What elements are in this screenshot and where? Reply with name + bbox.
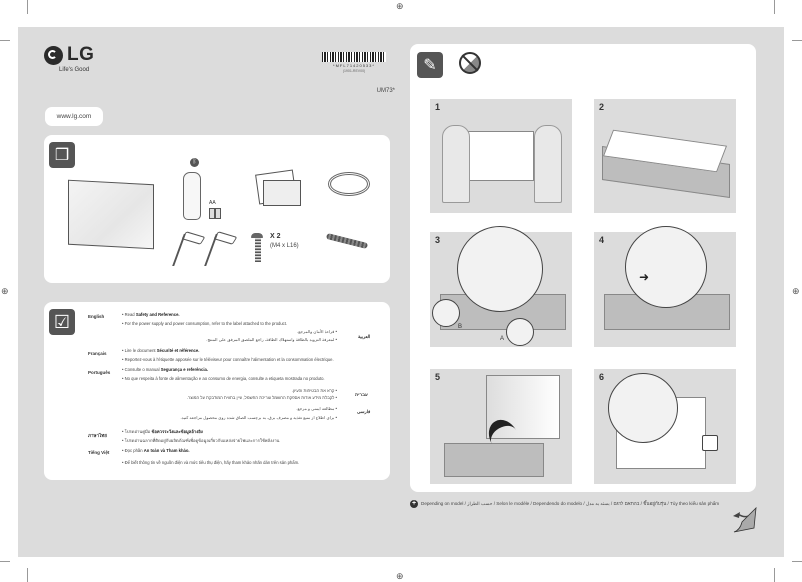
lang-french-line2: • Reportez-vous à l'étiquette apposée su… [122, 357, 334, 362]
tv-upright-illustration [486, 375, 560, 439]
lang-vietnamese-line2: • Để biết thông tin về nguồn điện và mức… [122, 460, 300, 465]
plus-circle-icon: + [410, 500, 418, 508]
lg-face-icon [44, 45, 63, 65]
registration-mark-right: ⊕ [792, 286, 800, 296]
lang-arabic-line2: • لمعرفة التزويد بالطاقة واستهلاك الطاقة… [206, 337, 337, 342]
crop-mark-tr [774, 0, 775, 14]
step-number: 5 [435, 372, 441, 382]
lang-hebrew-line1: • קרא את הבטיחות והעיון. [291, 388, 337, 393]
barcode-revision: (1901-REV00) [342, 69, 366, 73]
crop-mark-rb [792, 561, 802, 562]
lang-farsi-line2: • برای اطلاع از منبع تغذیه و مصرف برق، ب… [180, 415, 337, 420]
footer-note: + Depending on model / حسب الطراز / Selo… [410, 500, 719, 508]
barcode [322, 52, 386, 62]
remote-icon [183, 172, 201, 220]
open-box-icon: ❒ [49, 142, 75, 168]
lang-thai: ภาษาไทย [88, 433, 107, 438]
crop-mark-lt [0, 40, 10, 41]
lang-arabic-line1: • قراءة الأمان والمرجع. [297, 329, 337, 334]
person-right-illustration [534, 125, 562, 203]
lang-arabic: العربية [358, 334, 371, 339]
lang-vietnamese: Tiếng Việt [88, 450, 110, 455]
tv-panel-illustration [468, 131, 534, 181]
lang-hebrew: עברית [355, 392, 368, 397]
lang-vietnamese-line1: • Đọc phần An toàn và Tham khảo. [122, 448, 190, 453]
lg-logo: LG [44, 44, 94, 66]
lang-thai-line1: • โปรดอ่านคู่มือ ข้อควรระวังและข้อมูลอ้า… [122, 429, 203, 434]
brand-name: LG [67, 44, 95, 65]
lang-french: Français [88, 351, 107, 356]
step-number: 4 [599, 235, 605, 245]
crop-mark-bl [27, 568, 28, 582]
crop-mark-rt [792, 40, 802, 41]
screw-quantity: X 2 [270, 233, 281, 240]
barcode-number: *MFL71420533* [333, 63, 375, 68]
assembly-step-2: 2 [594, 99, 736, 213]
assembly-step-3: 3 B A [430, 226, 572, 347]
arrow-icon: ➜ [639, 270, 650, 284]
stand-a-zoom [506, 318, 534, 346]
person-left-illustration [442, 125, 470, 203]
stand-label-a: A [500, 336, 505, 342]
tv-icon [68, 179, 154, 250]
cable-holder-zoom [608, 373, 678, 443]
battery-label: AA [209, 200, 216, 206]
lang-farsi-line1: • مطالعه ایمنی و مرجع. [296, 406, 337, 411]
bluetooth-icon: ᛒ [190, 158, 199, 167]
manual-icon [263, 180, 301, 206]
step-number: 2 [599, 102, 605, 112]
battery-icon [209, 208, 215, 219]
registration-mark-top: ⊕ [396, 1, 404, 11]
step-number: 1 [435, 102, 441, 112]
lang-english-line1: • Read Safety and Reference. [122, 312, 180, 317]
screw-detail-zoom [625, 226, 707, 308]
registration-mark-left: ⊕ [1, 286, 9, 296]
assembly-step-1: 1 [430, 99, 572, 213]
step-number: 6 [599, 372, 605, 382]
crop-mark-lb [0, 561, 10, 562]
stand-b-zoom [432, 299, 460, 327]
power-cable-icon [328, 172, 370, 196]
screw-size: (M4 x L16) [270, 243, 299, 249]
lang-portuguese-line1: • Consulte o manual Segurança e referênc… [122, 367, 208, 372]
lang-farsi: فارسی [357, 409, 371, 414]
box-illustration [444, 443, 544, 477]
no-power-tool-icon [459, 52, 481, 74]
screw-icon [251, 233, 263, 262]
stand-detail-zoom [457, 226, 543, 312]
crop-mark-tl [27, 0, 28, 14]
brand-tagline: Life's Good [59, 67, 90, 73]
website-link[interactable]: www.lg.com [45, 107, 103, 126]
screwdriver-hand-icon: ✎ [417, 52, 443, 78]
crop-mark-br [774, 568, 775, 582]
lang-portuguese: Português [88, 370, 111, 375]
checkbox-icon: ☑ [49, 309, 75, 335]
model-number: UM73* [376, 88, 395, 94]
lang-english: English [88, 314, 105, 319]
wall-socket-icon [702, 435, 718, 451]
lang-thai-line2: • โปรดอ่านฉลากที่ติดอยู่กับผลิตภัณฑ์เพื่… [122, 438, 280, 443]
assembly-step-5: 5 [430, 369, 572, 484]
lang-english-line2: • For the power supply and power consump… [122, 321, 288, 326]
stand-label-b: B [458, 324, 463, 330]
lang-french-line1: • Lire le document Sécurité et référence… [122, 348, 200, 353]
assembly-step-4: 4 ➜ [594, 226, 736, 347]
lang-hebrew-line2: • לקבלת מידע אודות אספקת החשמל וצריכת הח… [186, 395, 337, 400]
assembly-step-6: 6 [594, 369, 736, 484]
step-number: 3 [435, 235, 441, 245]
registration-mark-bottom: ⊕ [396, 571, 404, 581]
safety-card [44, 302, 390, 480]
page-turn-icon [733, 506, 757, 533]
footer-note-text: Depending on model / حسب الطراز / Selon … [421, 500, 720, 506]
lang-portuguese-line2: • No que respeita à fonte de alimentação… [122, 376, 325, 381]
battery-icon [215, 208, 221, 219]
